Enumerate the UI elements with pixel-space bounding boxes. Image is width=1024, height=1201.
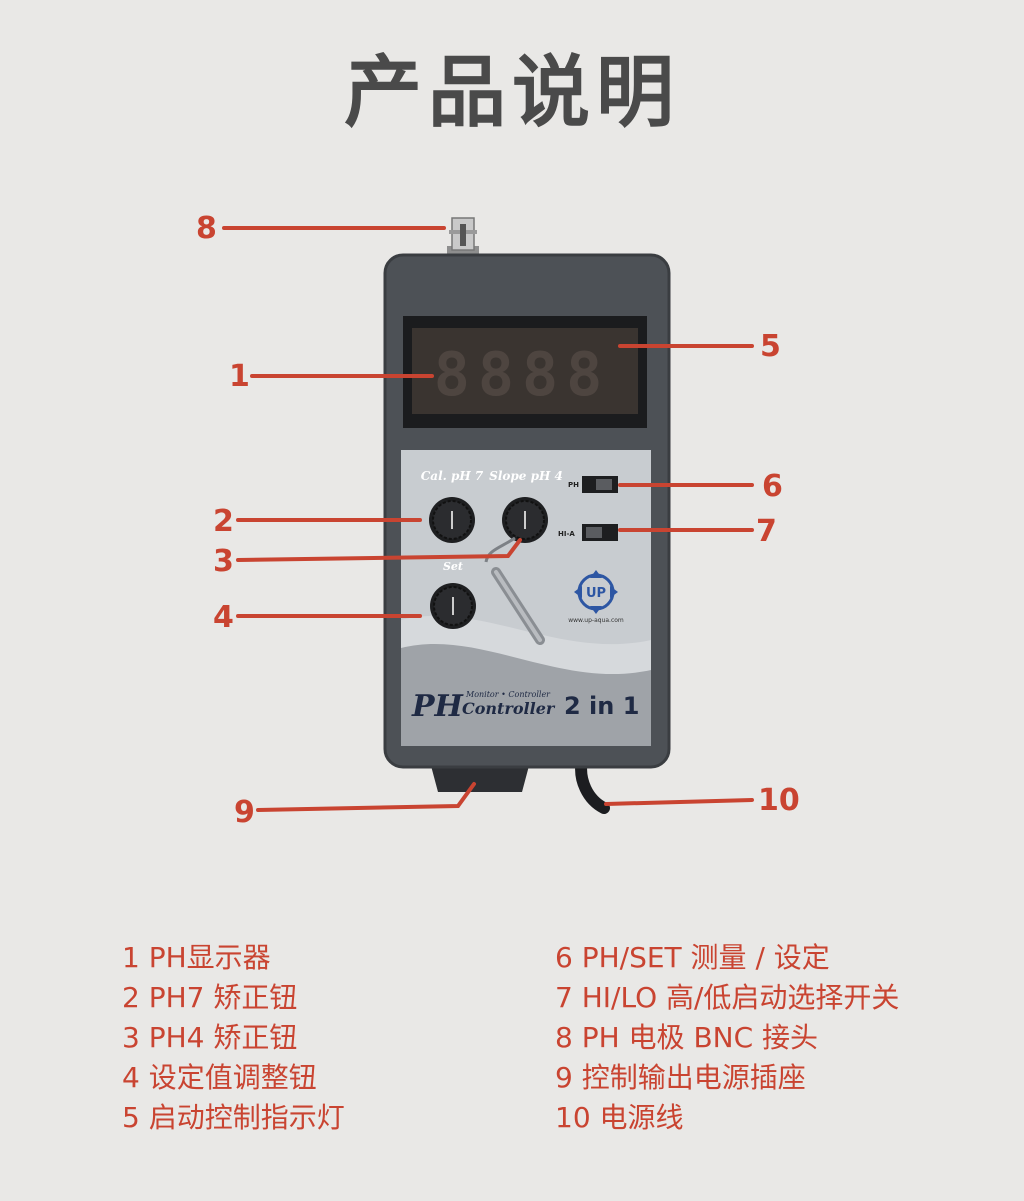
callout-8: 8 bbox=[196, 211, 217, 246]
logo-url: www.up-aqua.com bbox=[568, 617, 624, 624]
callout-lines bbox=[222, 226, 754, 812]
brand-subtitle: Monitor • Controller bbox=[465, 690, 551, 699]
page-title: 产品说明 bbox=[343, 48, 680, 138]
display-screen bbox=[412, 328, 638, 414]
callout-5: 5 bbox=[760, 329, 781, 364]
callout-7: 7 bbox=[756, 514, 777, 549]
probe-graphic bbox=[484, 536, 545, 645]
legend-item: 6 PH/SET 测量 / 设定 bbox=[555, 941, 830, 974]
legend-right: 6 PH/SET 测量 / 设定 7 HI/LO 高/低启动选择开关 8 PH … bbox=[555, 938, 899, 1138]
display-digits: 8888 bbox=[434, 340, 611, 410]
legend-item: 4 设定值调整钮 bbox=[122, 1061, 317, 1094]
callout-10: 10 bbox=[758, 783, 800, 818]
ph4-calibration-knob[interactable] bbox=[502, 497, 548, 543]
brand-ph: PH bbox=[411, 689, 465, 724]
brand-controller: Controller bbox=[462, 699, 556, 718]
callout-3: 3 bbox=[213, 544, 234, 579]
legend-item: 3 PH4 矫正钮 bbox=[122, 1021, 298, 1054]
ph-set-switch[interactable] bbox=[582, 476, 618, 493]
hilo-switch-label: HI-A bbox=[558, 530, 575, 538]
cal-ph7-label: Cal. pH 7 bbox=[421, 469, 484, 483]
set-label: Set bbox=[443, 560, 463, 573]
callout-9: 9 bbox=[234, 795, 255, 830]
legend-item: 8 PH 电极 BNC 接头 bbox=[555, 1021, 819, 1054]
set-value-knob[interactable] bbox=[430, 583, 476, 629]
legend-left: 1 PH显示器 2 PH7 矫正钮 3 PH4 矫正钮 4 设定值调整钮 5 启… bbox=[122, 938, 345, 1138]
brand-2in1: 2 in 1 bbox=[564, 692, 639, 720]
slope-ph4-label: Slope pH 4 bbox=[489, 469, 563, 483]
legend-item: 2 PH7 矫正钮 bbox=[122, 981, 298, 1014]
legend-item: 9 控制输出电源插座 bbox=[555, 1061, 806, 1094]
logo-text: UP bbox=[586, 586, 606, 601]
callout-1: 1 bbox=[229, 359, 250, 394]
callout-6: 6 bbox=[762, 469, 783, 504]
callout-4: 4 bbox=[213, 600, 234, 635]
legend-item: 7 HI/LO 高/低启动选择开关 bbox=[555, 981, 900, 1014]
device-illustration: 8888 Cal. pH 7 Slope pH 4 Set PH HI-A bbox=[196, 211, 800, 830]
output-socket bbox=[430, 762, 530, 792]
legend-item: 1 PH显示器 bbox=[122, 941, 271, 974]
hi-lo-switch[interactable] bbox=[582, 524, 618, 541]
callout-2: 2 bbox=[213, 504, 234, 539]
legend-item: 5 启动控制指示灯 bbox=[122, 1101, 345, 1134]
ph7-calibration-knob[interactable] bbox=[429, 497, 475, 543]
up-logo: UP www.up-aqua.com bbox=[568, 570, 624, 624]
legend-item: 10 电源线 bbox=[555, 1101, 684, 1134]
ph-switch-label: PH bbox=[568, 481, 579, 489]
